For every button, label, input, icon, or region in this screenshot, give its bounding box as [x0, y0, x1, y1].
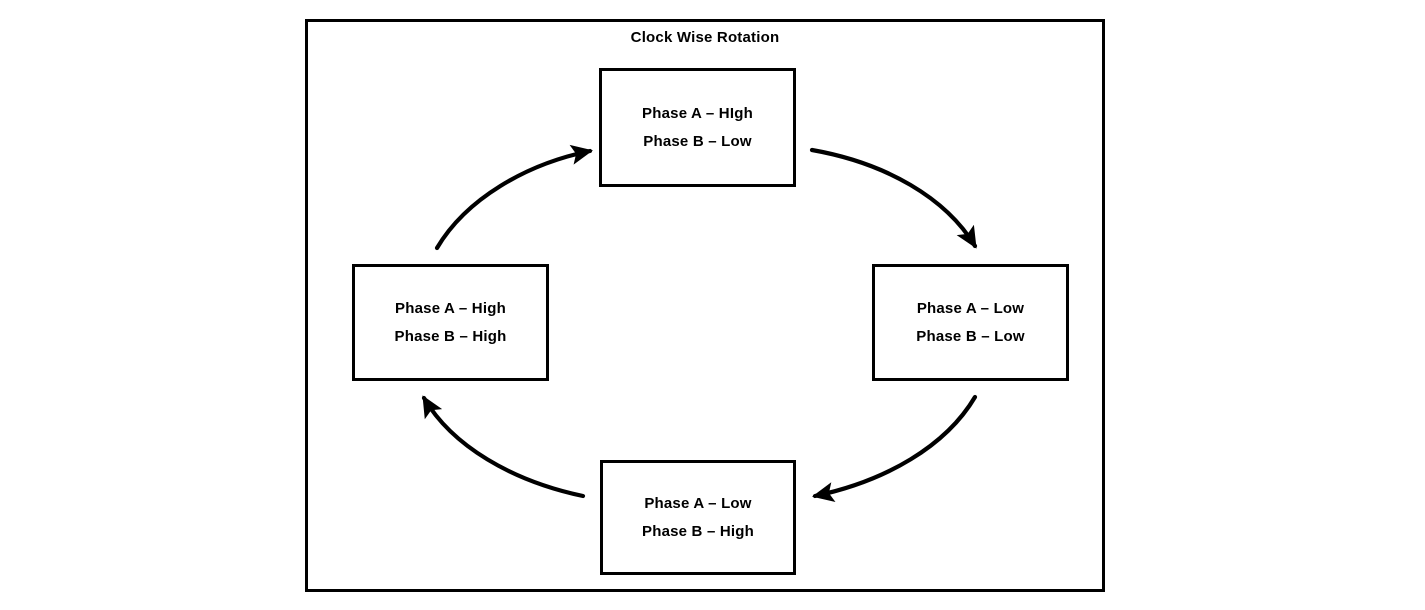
- state-box-right-phase-a: Phase A – Low: [916, 299, 1025, 317]
- state-box-top: Phase A – HIgh Phase B – Low: [599, 68, 796, 187]
- state-box-right-phase-b: Phase B – Low: [916, 327, 1025, 345]
- state-box-left: Phase A – High Phase B – High: [352, 264, 549, 381]
- state-box-bottom-phase-b: Phase B – High: [642, 522, 754, 540]
- diagram-title: Clock Wise Rotation: [630, 29, 780, 46]
- state-box-left-phase-a: Phase A – High: [395, 299, 506, 317]
- state-box-bottom: Phase A – Low Phase B – High: [600, 460, 796, 575]
- state-box-top-phase-a: Phase A – HIgh: [642, 104, 753, 122]
- state-box-bottom-phase-a: Phase A – Low: [644, 494, 752, 512]
- state-box-left-phase-b: Phase B – High: [394, 327, 507, 345]
- state-box-right: Phase A – Low Phase B – Low: [872, 264, 1069, 381]
- state-box-top-phase-b: Phase B – Low: [643, 132, 752, 150]
